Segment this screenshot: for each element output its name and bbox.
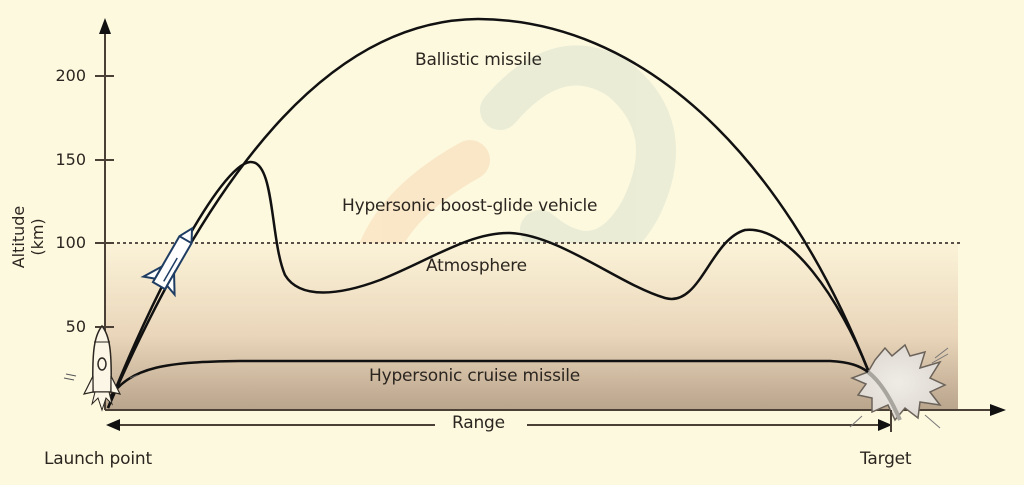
launch-point-label: Launch point [44,449,152,469]
cruise-missile-trajectory [106,359,869,401]
range-arrow-left-icon [106,419,120,431]
y-ticks [95,75,114,328]
range-label: Range [452,413,505,433]
x-axis-arrow-icon [990,404,1006,416]
ballistic-missile-label: Ballistic missile [415,50,542,70]
explosion-icon [849,343,949,429]
y-tick-50: 50 [65,317,86,336]
ballistic-missile-trajectory [106,17,870,409]
flying-rocket-icon [140,226,194,298]
boost-glide-label: Hypersonic boost-glide vehicle [342,196,598,216]
atmosphere-label: Atmosphere [426,256,527,276]
atmosphere-band [105,243,958,410]
cruise-missile-label: Hypersonic cruise missile [369,366,581,386]
y-axis-arrow-icon [99,18,111,34]
range-arrow-right-icon [878,419,892,431]
launch-rocket-icon [63,324,139,412]
boost-glide-trajectory [106,160,870,409]
y-axis-label: Altitude (km) [9,205,47,269]
y-tick-200: 200 [55,66,86,85]
y-tick-150: 150 [55,150,86,169]
y-tick-100: 100 [55,233,86,252]
target-label: Target [860,449,912,469]
